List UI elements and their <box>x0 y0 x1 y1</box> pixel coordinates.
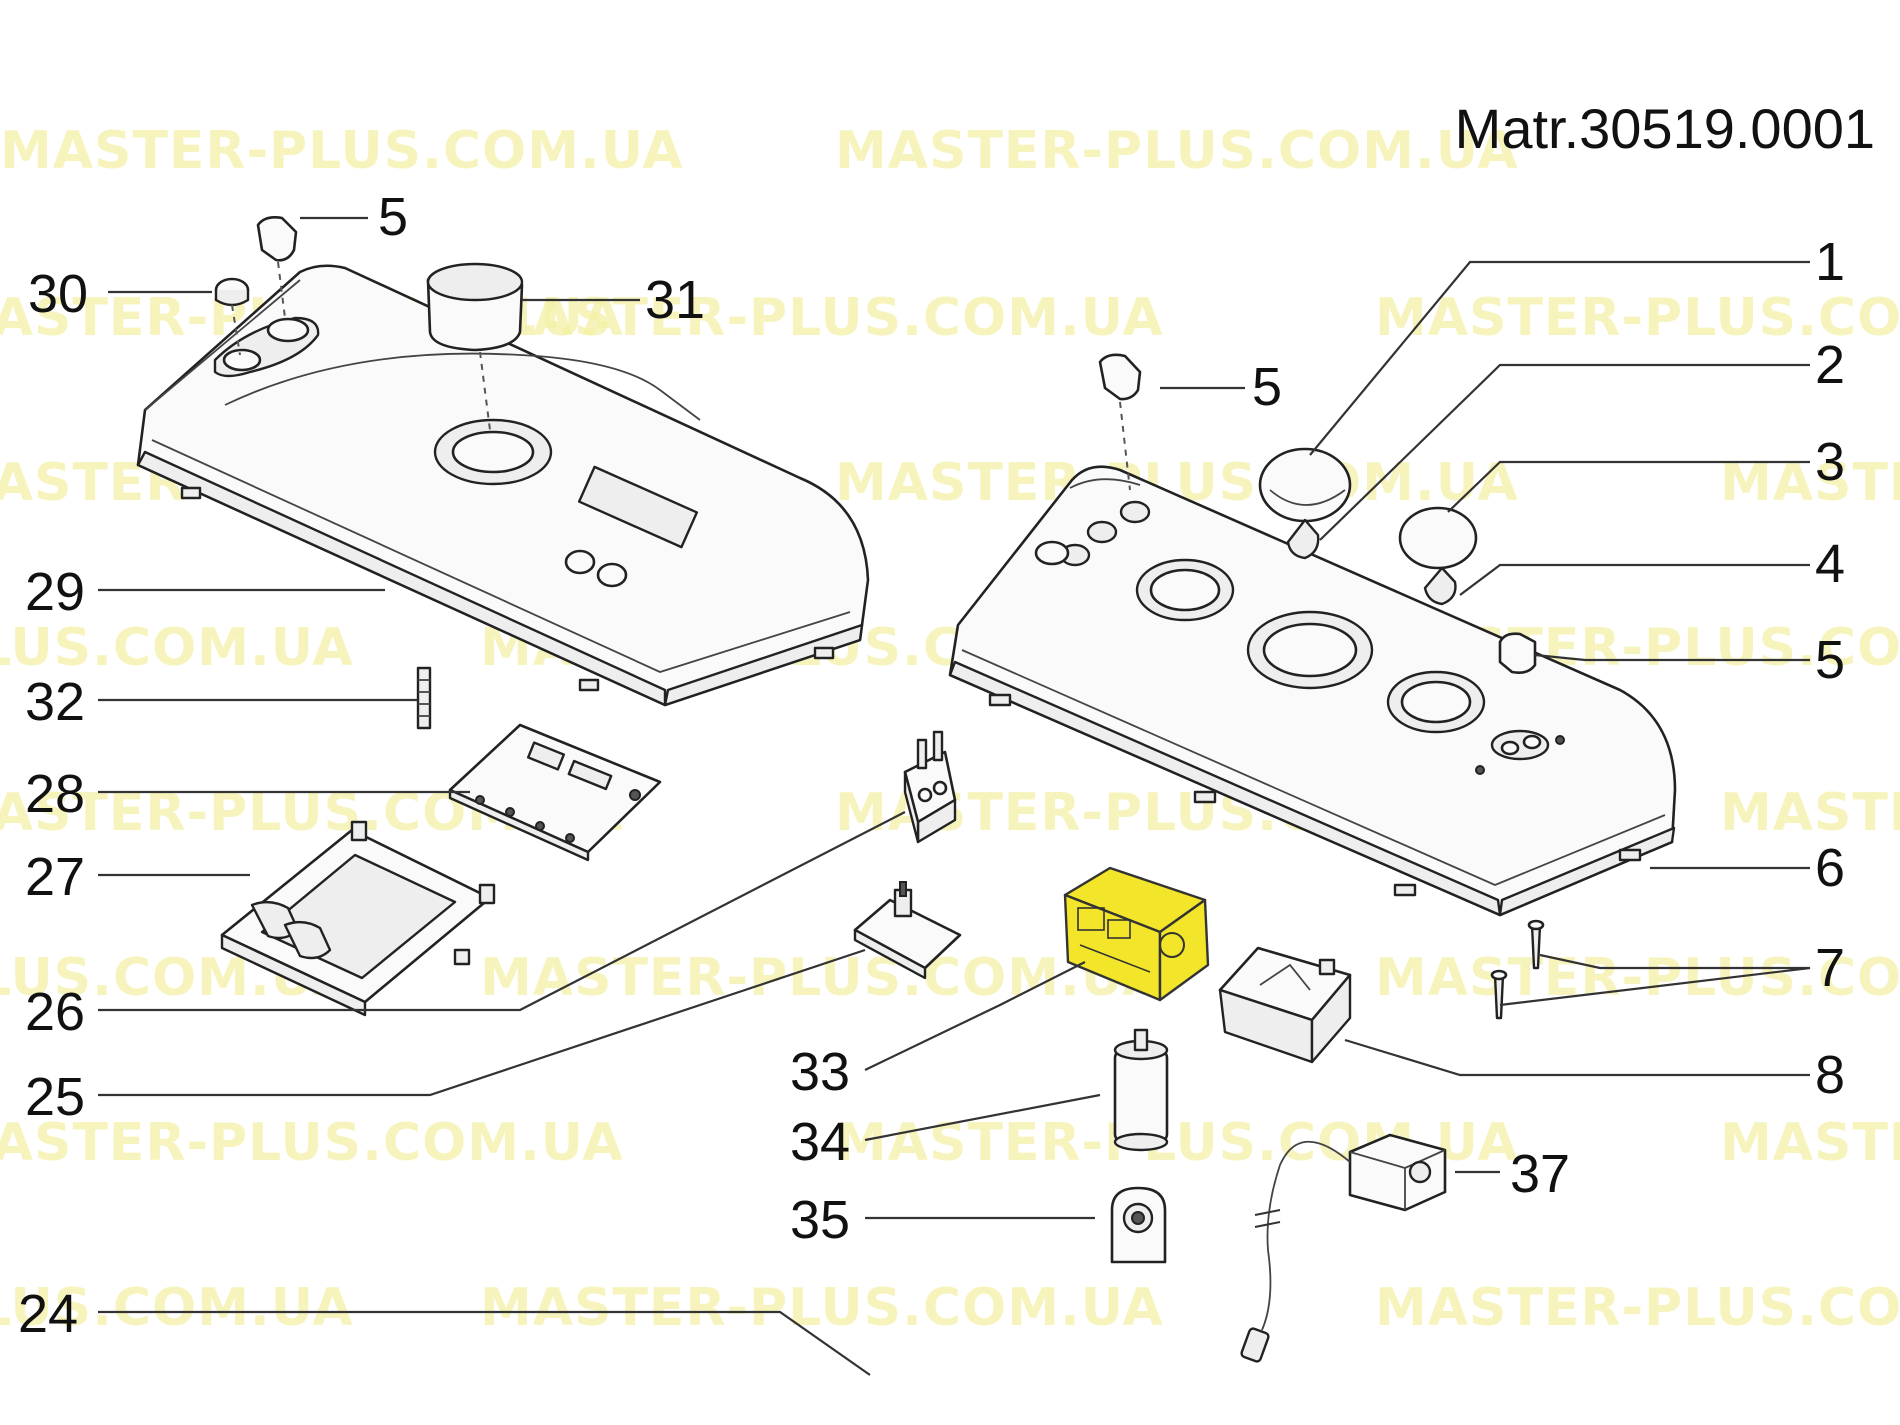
right-control-panel <box>948 465 1677 917</box>
callout-8: 8 <box>1815 1045 1845 1105</box>
callout-24: 24 <box>18 1284 78 1344</box>
callout-29: 29 <box>25 562 85 622</box>
bracket-25 <box>853 881 962 980</box>
callout-31: 31 <box>645 270 705 330</box>
switch-35 <box>1110 1186 1167 1264</box>
knob-3 <box>1398 506 1478 606</box>
watermark-text: MASTER-PLUS.COM.UA <box>0 1278 354 1338</box>
callout-35: 35 <box>790 1190 850 1250</box>
callout-32: 32 <box>25 672 85 732</box>
cap-30 <box>214 277 250 356</box>
connector-32 <box>416 666 432 730</box>
watermark-text: MASTER-PLUS.COM.UA <box>835 121 1519 181</box>
callout-27: 27 <box>25 847 85 907</box>
callout-5-far-right: 5 <box>1815 630 1845 690</box>
large-knob-31 <box>426 262 524 431</box>
small-knob-5-left <box>256 216 298 319</box>
callout-25: 25 <box>25 1067 85 1127</box>
callout-4: 4 <box>1815 534 1845 594</box>
small-knob-5-right <box>1098 353 1142 491</box>
watermark-text: MASTER-PLUS.COM.UA <box>0 1113 624 1173</box>
left-control-panel <box>136 264 870 707</box>
thermostat-37 <box>1240 1133 1447 1363</box>
callout-37: 37 <box>1510 1144 1570 1204</box>
watermark-text: MASTER-PLUS.COM.UA <box>1720 783 1900 843</box>
knob-1 <box>1258 447 1352 560</box>
watermark-text: MASTER-PLUS.COM.UA <box>480 1278 1164 1338</box>
leader-lines <box>98 216 1811 1376</box>
watermark-text: MASTER-PLUS.COM.UA <box>1375 288 1900 348</box>
small-cap-5-right <box>1498 632 1537 674</box>
callout-30: 30 <box>28 264 88 324</box>
connector-26 <box>903 730 957 844</box>
callout-26: 26 <box>25 982 85 1042</box>
watermark-text: MASTER-PLUS.COM.UA <box>480 288 1164 348</box>
callout-6: 6 <box>1815 838 1845 898</box>
callout-labels: 5 30 31 29 32 28 27 26 25 24 5 1 2 3 4 5… <box>18 187 1845 1344</box>
pcb-28 <box>448 723 662 862</box>
screws-7 <box>1490 919 1545 1020</box>
callout-5-right: 5 <box>1252 357 1282 417</box>
capacitor-34 <box>1113 1028 1169 1152</box>
watermark-text: MASTER-PLUS.COM.UA <box>1375 1278 1900 1338</box>
frame-27 <box>220 820 496 1017</box>
callout-33: 33 <box>790 1042 850 1102</box>
callout-28: 28 <box>25 764 85 824</box>
watermark-text: MASTER-PLUS.COM.UA <box>1720 1113 1900 1173</box>
diagram-title: Matr.30519.0001 <box>1455 97 1875 160</box>
relay-33-highlighted <box>1063 866 1210 1002</box>
watermark-text: MASTER-PLUS.COM.UA <box>0 121 684 181</box>
callout-5: 5 <box>378 187 408 247</box>
watermark-text: MASTER-PLUS.COM.UA <box>0 618 354 678</box>
module-8 <box>1218 946 1352 1064</box>
callout-1: 1 <box>1815 232 1845 292</box>
callout-3: 3 <box>1815 432 1845 492</box>
callout-2: 2 <box>1815 335 1845 395</box>
watermark-text: MASTER-PLUS.COM.UA <box>1375 948 1900 1008</box>
callout-7: 7 <box>1815 938 1845 998</box>
watermark-text: MASTER-PLUS.COM.UA <box>480 948 1164 1008</box>
callout-34: 34 <box>790 1112 850 1172</box>
